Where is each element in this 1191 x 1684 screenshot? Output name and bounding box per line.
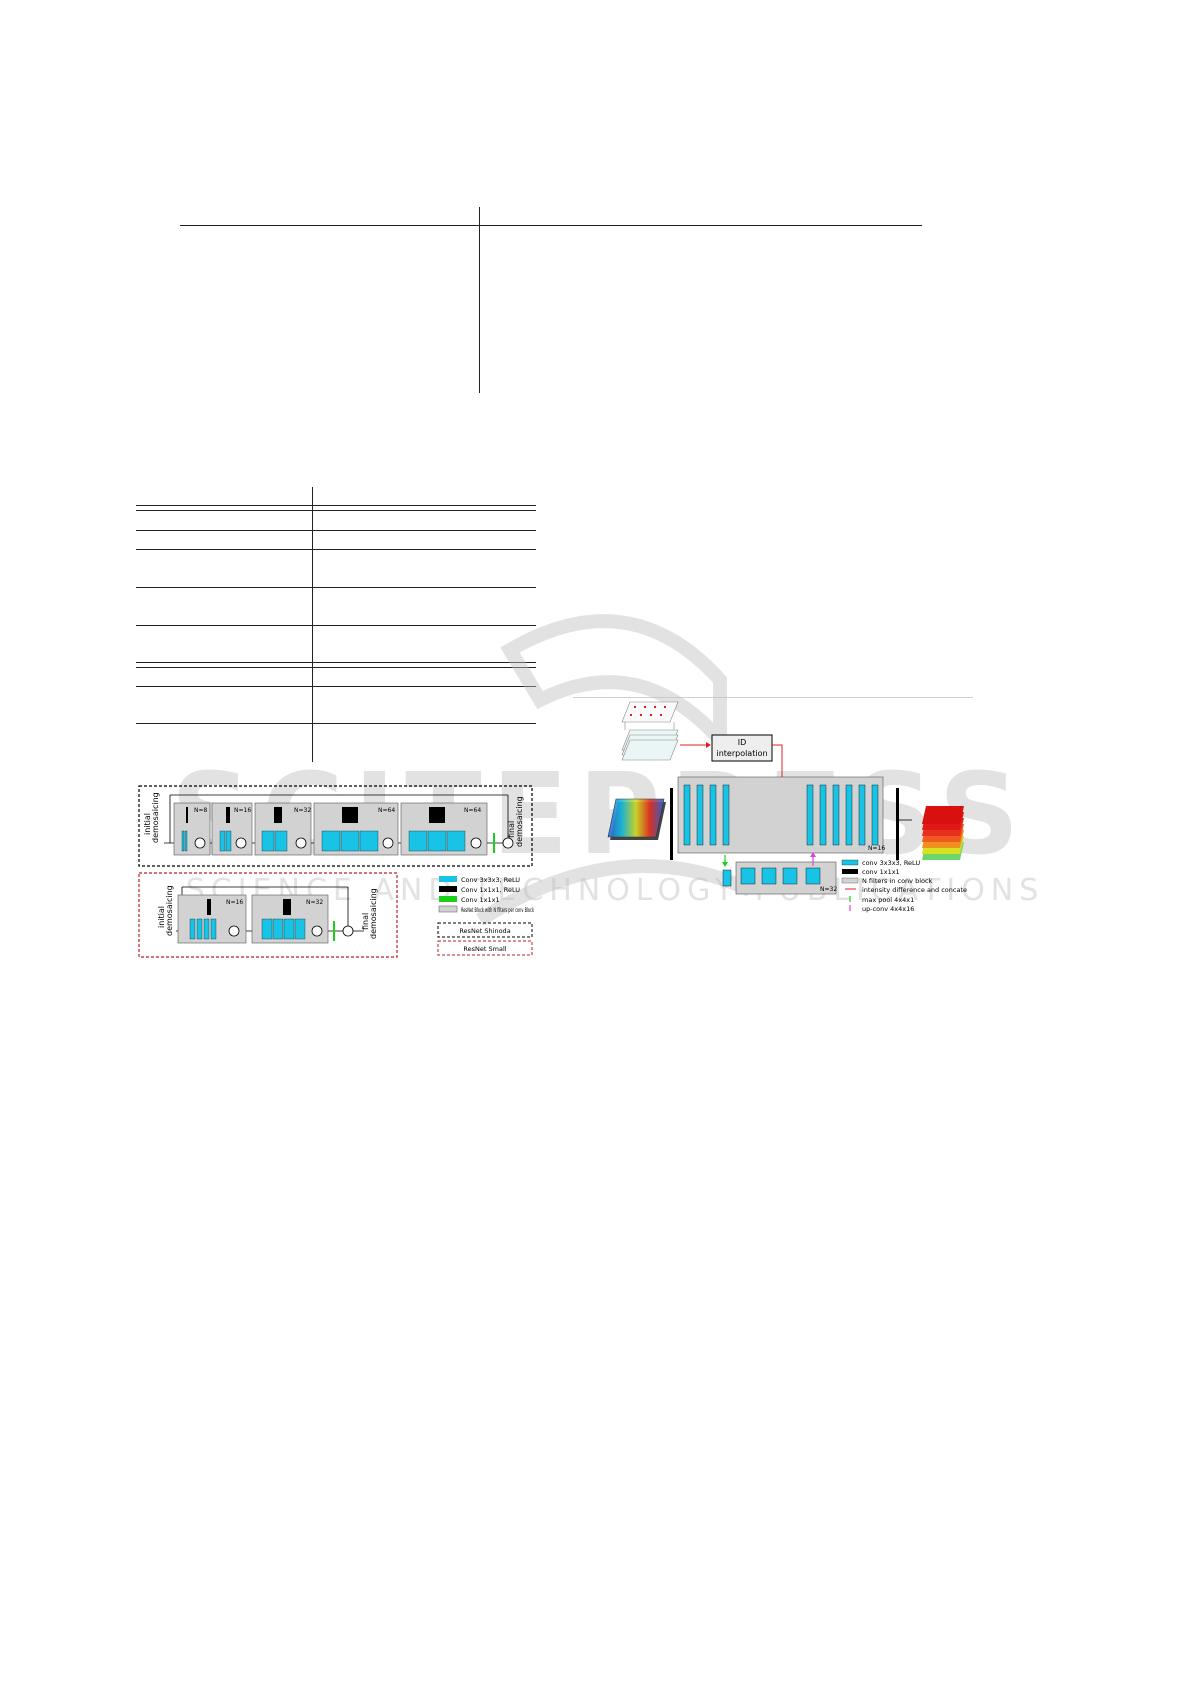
watermark-logo [476, 614, 753, 926]
top-table-rule [180, 225, 922, 226]
bottom-block-1-n: N=16 [226, 899, 243, 906]
legend-box-small: ResNet Small [463, 945, 506, 953]
unet-legend-3: N filters in conv block [862, 877, 933, 885]
unet-legend-1: conv 3x3x3, ReLU [862, 859, 920, 867]
bottom-block-2-n: N=32 [306, 899, 323, 906]
input-spectral-image [607, 798, 666, 840]
id-interpolation-box [711, 734, 773, 762]
top-initial-label-2: demosaicing [151, 792, 160, 843]
bottom-final-label-1: final [361, 913, 370, 930]
right-column-rule [573, 697, 973, 698]
resnet-small-box [138, 872, 398, 958]
top-final-label-1: final [507, 821, 516, 838]
top-table-divider [479, 207, 480, 393]
left-table-divider [312, 487, 313, 762]
unet-legend-4: intensity difference and concate [862, 886, 967, 894]
output-spectral-stack [922, 806, 964, 860]
bottom-initial-label-2: demosaicing [165, 885, 174, 936]
left-table-rule [136, 625, 536, 626]
top-block-4-n: N=64 [378, 807, 395, 814]
unet-legend-6: up-conv 4x4x16 [862, 905, 914, 913]
left-table-rule [136, 549, 536, 550]
resnet-shinoda-box [138, 785, 533, 867]
resnet-legend: Conv 3x3x3, ReLU Conv 1x1x1, ReLU Conv 1… [437, 876, 534, 956]
bottom-final-label-2: demosaicing [369, 888, 378, 939]
bottom-initial-label-1: initial [157, 906, 166, 928]
top-block-2-n: N=16 [234, 807, 251, 814]
left-table-mid-rule [136, 662, 536, 668]
legend-item-2: Conv 1x1x1, ReLU [461, 886, 520, 894]
legend-box-shinoda: ResNet Shinoda [459, 927, 510, 935]
top-final-label-2: demosaicing [515, 796, 524, 847]
unet-legend: conv 3x3x3, ReLU conv 1x1x1 N filters in… [841, 859, 967, 913]
top-block-3: N=32 [254, 802, 311, 856]
top-block-2: N=16 [211, 802, 253, 856]
left-table-rule [136, 723, 536, 724]
top-block-1: N=8 [173, 802, 211, 856]
unet-main-block-n: N=16 [868, 845, 885, 852]
legend-item-4: ResNet Block with N filters per conv Blo… [461, 906, 534, 914]
unet-bottom-block-n: N=32 [820, 886, 837, 893]
top-block-5-n: N=64 [464, 807, 481, 814]
legend-item-1: Conv 3x3x3, ReLU [461, 876, 520, 884]
left-table-rule [136, 530, 536, 531]
top-block-1-n: N=8 [194, 807, 208, 814]
bottom-block-1: N=16 [177, 894, 247, 944]
unet-legend-2: conv 1x1x1 [862, 868, 900, 876]
unet-figure: ID interpolation N=16 N=32 [607, 701, 967, 913]
id-interpolation-label-2: interpolation [716, 749, 767, 758]
left-table-rule [136, 587, 536, 588]
unet-main-block [677, 776, 884, 854]
unet-legend-5: max pool 4x4x1 [862, 896, 914, 904]
resnet-figure: initial demosaicing final demosaicing N=… [138, 785, 534, 958]
left-table-header-rule [136, 505, 536, 511]
bottom-block-2: N=32 [251, 894, 329, 944]
top-block-5: N=64 [400, 802, 488, 856]
id-interpolation-label-1: ID [738, 738, 747, 747]
top-block-3-n: N=32 [294, 807, 311, 814]
top-block-4: N=64 [313, 802, 399, 856]
legend-item-3: Conv 1x1x1 [461, 896, 500, 904]
left-table-rule [136, 686, 536, 687]
top-initial-label-1: initial [143, 813, 152, 835]
